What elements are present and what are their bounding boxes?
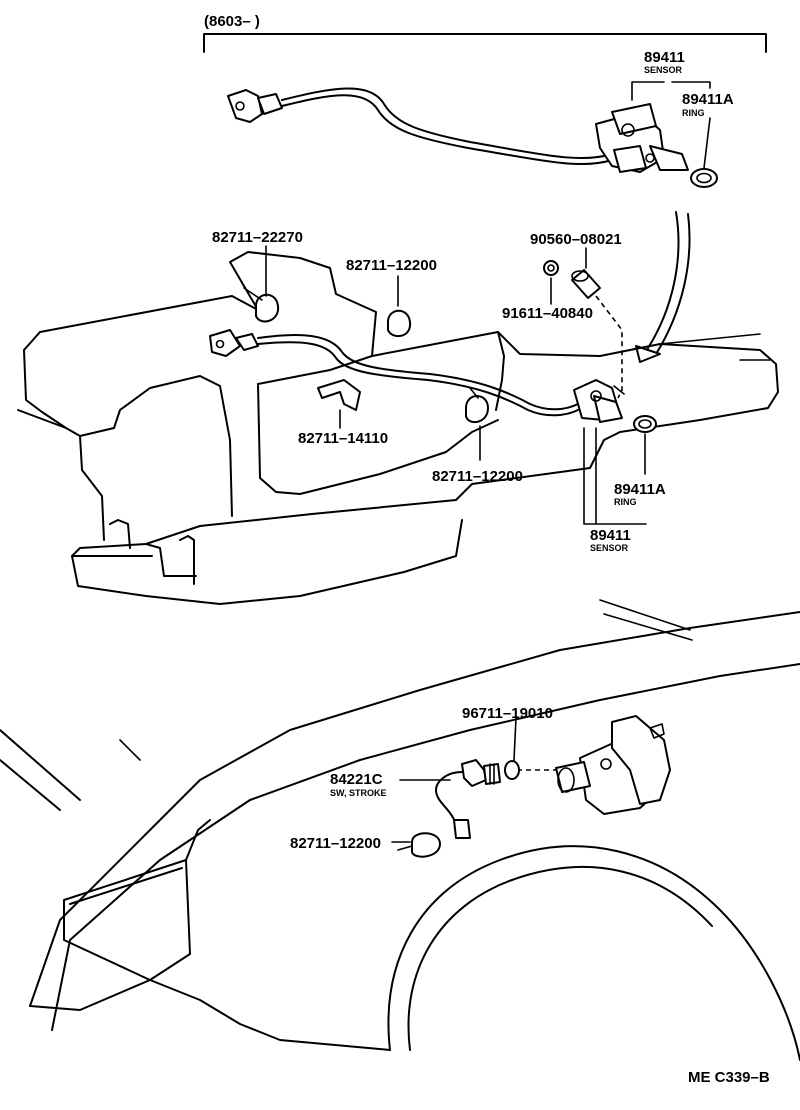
clamp-82711-22270 [243,245,280,323]
middle-ring-number: 89411A [614,481,666,498]
figure-code: ME C339–B [688,1069,770,1086]
middle-sensor-number: 89411 [590,527,631,544]
clamp-82711-12200-upper [387,275,412,338]
switch-number: 84221C [330,771,383,788]
transmission-outline [17,251,779,641]
oring-96711 [504,717,520,780]
stroke-actuator [508,715,671,815]
range-bracket [203,33,767,53]
sensor-ring-leader [671,81,711,89]
nut-91611 [543,260,559,276]
clamp-a-number: 82711–22270 [212,229,303,246]
clamp-d-number: 82711–12200 [432,468,523,485]
clamp-e-number: 82711–12200 [290,835,381,852]
sleeve-90560 [571,269,623,399]
date-range-label: (8603– ) [204,13,260,30]
install-arrow [635,211,691,363]
clamp-b-number: 82711–12200 [346,257,437,274]
nut-number: 91611–40840 [502,305,593,322]
middle-ring [633,415,657,475]
middle-sensor-leader [583,427,647,525]
top-sensor-number: 89411 [644,49,685,66]
switch-name: SW, STROKE [330,788,387,798]
clamp-82711-12200-lower [391,832,441,858]
middle-sensor-name: SENSOR [590,543,629,553]
stroke-switch [435,759,501,839]
top-sensor-body [595,81,689,173]
top-ring-number: 89411A [682,91,734,108]
clamp-c-number: 82711–14110 [298,430,388,447]
top-ring [690,117,718,188]
middle-ring-name: RING [614,497,637,507]
top-ring-name: RING [682,108,705,118]
top-sensor-harness [227,87,613,166]
top-sensor-name: SENSOR [644,65,683,75]
clamp-82711-14110 [317,379,361,429]
clamp-82711-12200-middle [465,387,489,461]
middle-sensor-harness [209,329,579,417]
middle-sensor-body [573,379,625,423]
oring-number: 96711–19010 [462,705,553,722]
sleeve-number: 90560–08021 [530,231,622,248]
vehicle-body-outline [0,611,800,1061]
